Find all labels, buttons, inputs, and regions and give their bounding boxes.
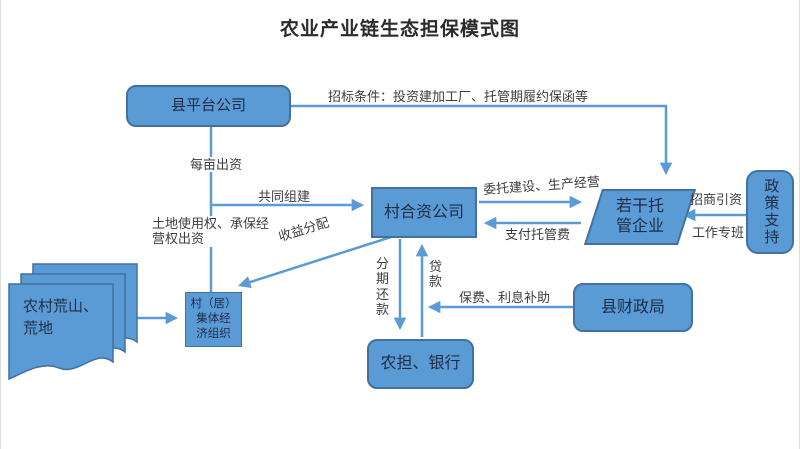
edge-label-land-use-rights: 土地使用权、承保经 营权出资	[150, 216, 278, 247]
edge-label-loan: 贷 款	[429, 259, 443, 290]
connector-income	[238, 235, 392, 289]
node-village-joint-venture-company: 村合资公司	[371, 187, 477, 238]
node-trustee-enterprises-label: 若干托 管企业	[615, 198, 664, 235]
node-village-collective-economic-org: 村（居） 集体经 济组织	[185, 292, 242, 347]
rural-land-doc-stack	[8, 263, 138, 381]
doc-front	[8, 283, 114, 381]
node-policy-support-label: 政策支持	[762, 178, 780, 246]
edge-label-investment-attraction: 招商引资	[690, 192, 743, 207]
node-county-finance-bureau: 县财政局	[573, 283, 693, 332]
node-trustee-enterprises: 若干托 管企业	[583, 189, 697, 245]
edge-label-installment-repayment: 分 期 还 款	[376, 256, 390, 317]
node-agri-guarantee-bank: 农担、银行	[367, 339, 474, 389]
node-policy-support: 政策支持	[746, 170, 794, 254]
edge-label-bidding-conditions: 招标条件：投资建加工厂、托管期履约保函等	[328, 89, 589, 104]
edge-label-premium-interest-subsidy: 保费、利息补助	[459, 290, 551, 305]
edge-label-pay-trusteeship-fee: 支付托管费	[505, 227, 571, 242]
edge-label-task-force: 工作专班	[692, 225, 745, 240]
node-rural-barren-land-label: 农村荒山、 荒地	[23, 298, 99, 337]
edge-label-jointly-establish: 共同组建	[258, 189, 311, 204]
edge-label-per-mu-investment: 每亩出资	[188, 157, 245, 173]
connector-bidding	[291, 104, 673, 176]
node-county-platform-company: 县平台公司	[126, 85, 291, 127]
diagram-title: 农业产业链生态担保模式图	[279, 19, 520, 40]
